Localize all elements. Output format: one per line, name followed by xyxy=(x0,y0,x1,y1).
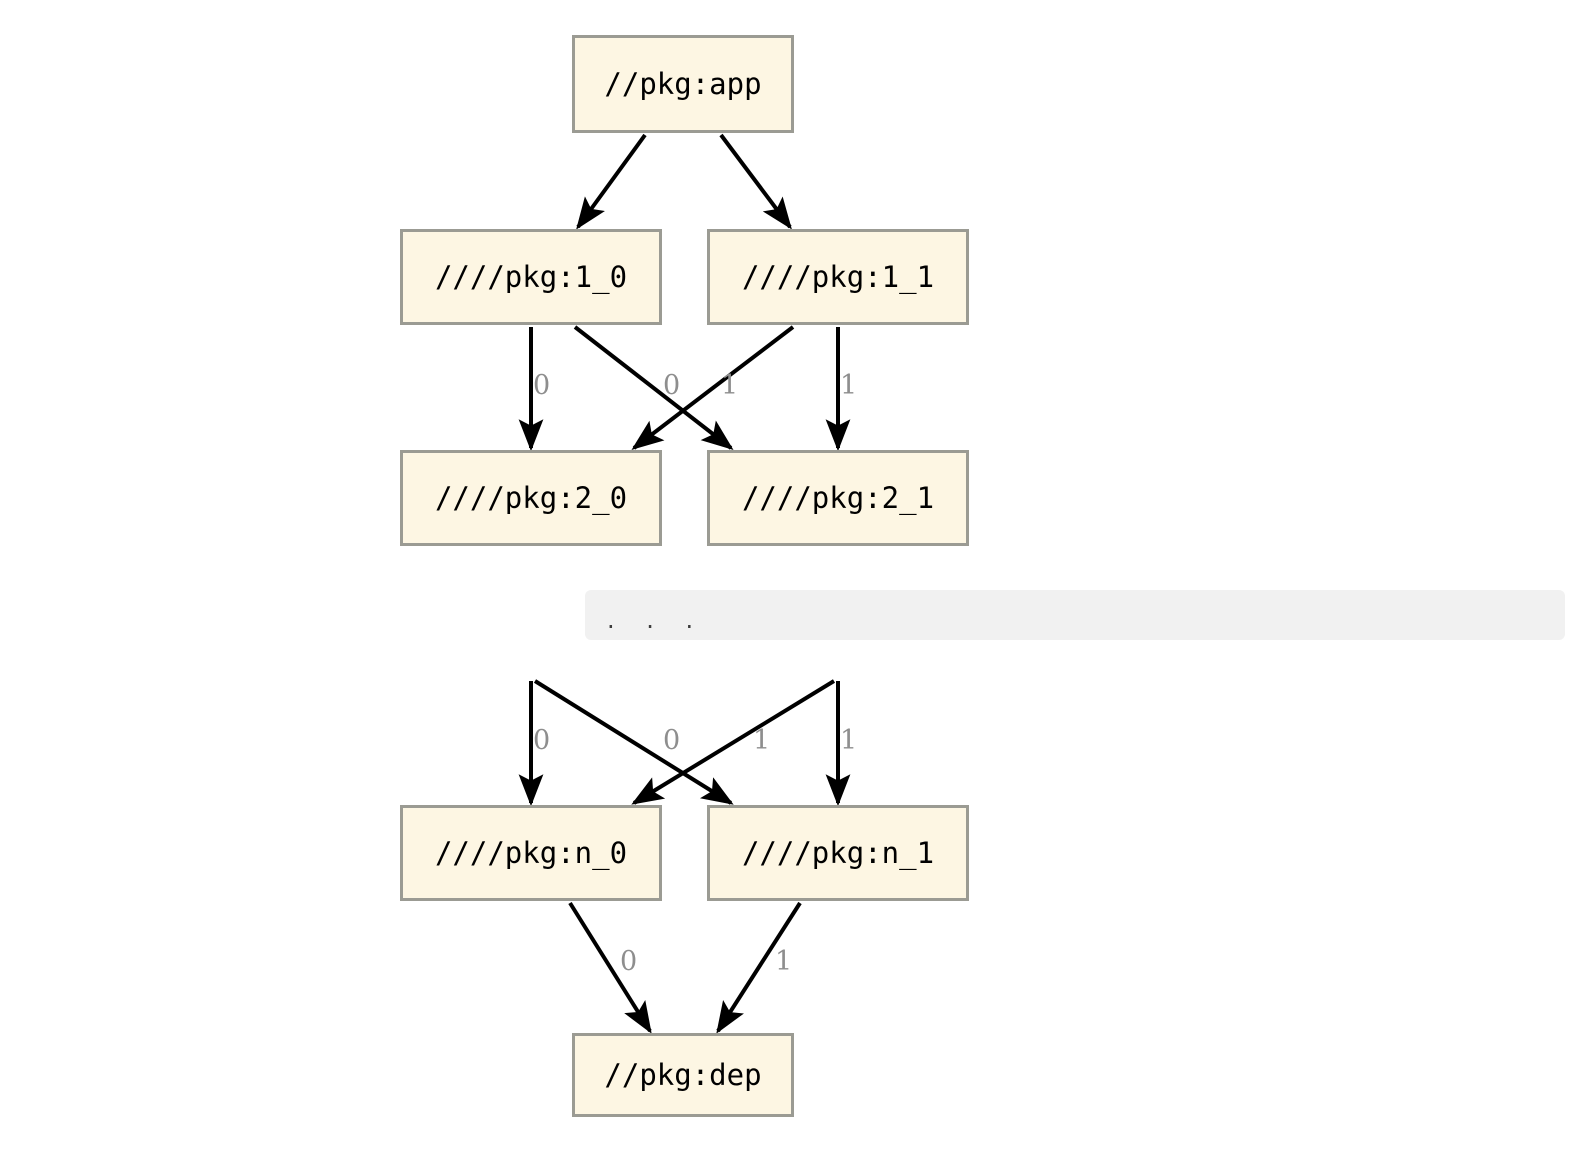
edge-label: 0 xyxy=(533,725,551,756)
edge-line xyxy=(631,679,836,805)
edge-line xyxy=(573,325,734,450)
node-label: ////pkg:2_0 xyxy=(434,481,628,515)
edge-label: 0 xyxy=(663,370,681,401)
edge-line xyxy=(576,133,647,230)
node-app[interactable]: //pkg:app xyxy=(572,35,794,133)
edge-line xyxy=(719,133,792,230)
edge-line xyxy=(533,679,734,805)
node-l2_0[interactable]: ////pkg:2_0 xyxy=(400,450,662,546)
edge-line xyxy=(631,325,795,450)
edge-label: 1 xyxy=(775,946,793,977)
node-label: ////pkg:1_1 xyxy=(741,260,935,294)
node-label: ////pkg:1_0 xyxy=(434,260,628,294)
edge-line xyxy=(716,901,802,1034)
edge-label: 0 xyxy=(663,725,681,756)
edge-label: 1 xyxy=(721,370,739,401)
edge-label: 0 xyxy=(620,946,638,977)
edge-label: 1 xyxy=(840,725,858,756)
ellipsis-separator-bar: . . . xyxy=(585,590,1565,640)
node-l2_1[interactable]: ////pkg:2_1 xyxy=(707,450,969,546)
edge-label: 1 xyxy=(753,725,771,756)
node-label: //pkg:dep xyxy=(604,1058,762,1092)
node-l1_0[interactable]: ////pkg:1_0 xyxy=(400,229,662,325)
node-dep[interactable]: //pkg:dep xyxy=(572,1033,794,1117)
edge-lines xyxy=(518,133,851,1034)
node-label: ////pkg:n_0 xyxy=(434,836,628,870)
node-ln_0[interactable]: ////pkg:n_0 xyxy=(400,805,662,901)
edge-label: 1 xyxy=(840,370,858,401)
node-label: //pkg:app xyxy=(604,67,762,101)
edge-line xyxy=(568,901,652,1034)
node-label: ////pkg:2_1 xyxy=(741,481,935,515)
node-label: ////pkg:n_1 xyxy=(741,836,935,870)
node-ln_1[interactable]: ////pkg:n_1 xyxy=(707,805,969,901)
ellipsis-label: . . . xyxy=(607,606,706,634)
node-l1_1[interactable]: ////pkg:1_1 xyxy=(707,229,969,325)
edge-label: 0 xyxy=(533,370,551,401)
